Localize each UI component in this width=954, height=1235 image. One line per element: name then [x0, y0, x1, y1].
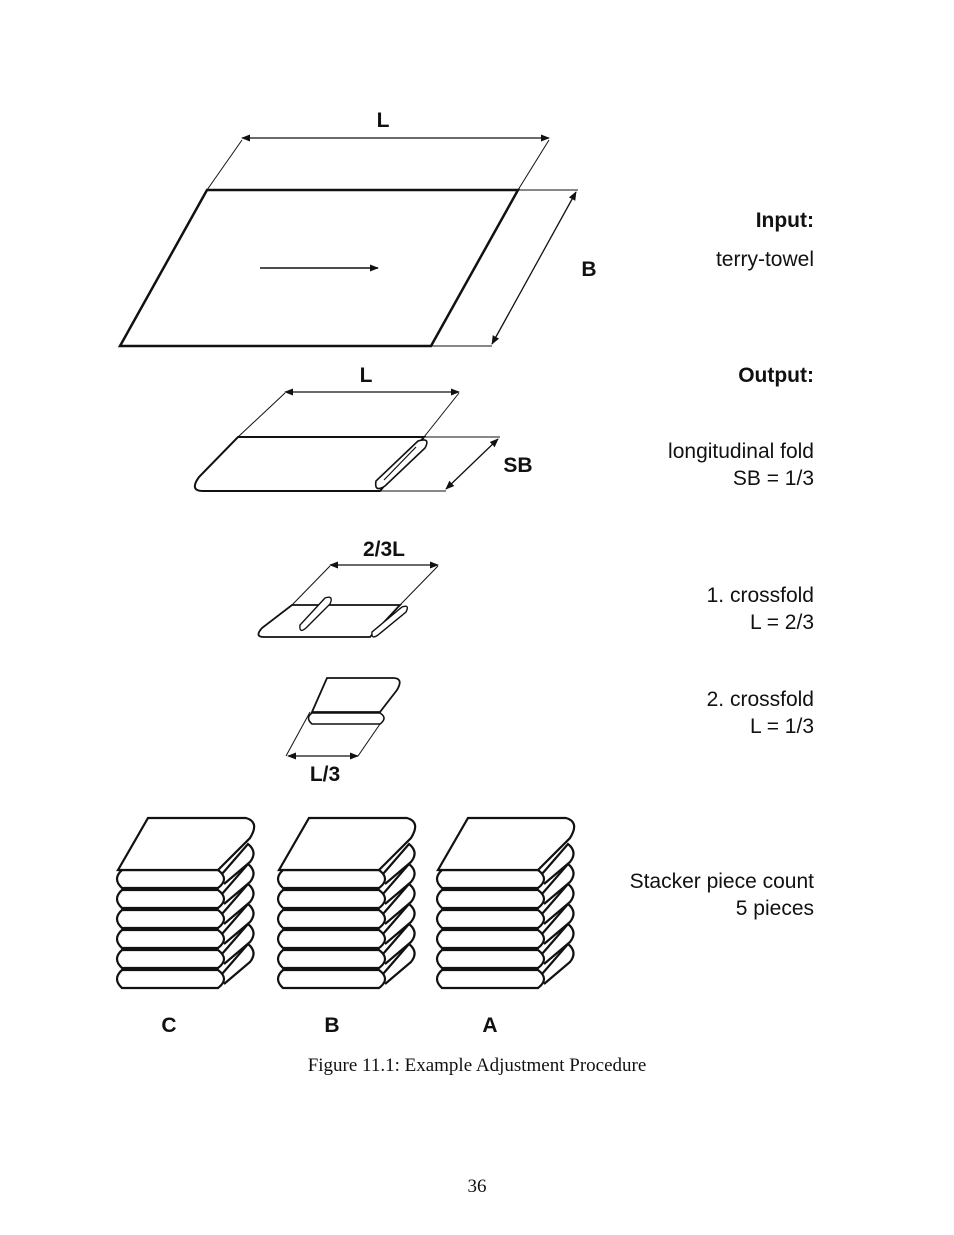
- stack-a: [435, 816, 576, 990]
- longitudinal-folded-towel: [193, 392, 500, 492]
- crossfold1-towel: [257, 565, 439, 638]
- longitudinal-width-arrow: [445, 438, 499, 490]
- stack-layer-edge: [541, 842, 575, 885]
- input-width-label: B: [581, 258, 596, 281]
- longitudinal-step-title: longitudinal fold: [668, 440, 814, 463]
- input-heading: Input:: [756, 209, 814, 232]
- stack-layer: [435, 888, 546, 910]
- figure-caption: Figure 11.1: Example Adjustment Procedur…: [307, 1055, 647, 1076]
- stack-layer: [115, 868, 226, 890]
- stack-layer: [276, 908, 387, 930]
- stack-label-a: A: [482, 1014, 497, 1037]
- stack-top-sheet: [116, 816, 256, 872]
- crossfold1-length-label: 2/3L: [363, 538, 405, 561]
- input-towel: [117, 139, 578, 348]
- stack-layer: [276, 868, 387, 890]
- stack-layer: [115, 968, 226, 990]
- stack-layer: [115, 908, 226, 930]
- stack-layer: [115, 948, 226, 970]
- stack-layer: [435, 868, 546, 890]
- stack-label-b: B: [324, 1014, 339, 1037]
- stack-layer: [435, 948, 546, 970]
- stack-layer: [115, 888, 226, 910]
- stack-layer: [435, 908, 546, 930]
- crossfold2-length-label: L/3: [310, 763, 340, 786]
- crossfold1-step-value: L = 2/3: [750, 611, 814, 634]
- stack-layer: [276, 948, 387, 970]
- crossfold2-step-title: 2. crossfold: [707, 688, 814, 711]
- longitudinal-step-value: SB = 1/3: [733, 467, 814, 490]
- crossfold2-towel: [285, 677, 401, 757]
- stacker-value: 5 pieces: [736, 897, 814, 920]
- stacker-title: Stacker piece count: [630, 870, 815, 893]
- stack-layer: [276, 968, 387, 990]
- stack-top-sheet: [277, 816, 417, 872]
- stack-b: [276, 816, 417, 990]
- longitudinal-length-label: L: [360, 364, 373, 387]
- longitudinal-width-label: SB: [503, 454, 532, 477]
- stack-layer: [435, 928, 546, 950]
- stack-layer: [276, 928, 387, 950]
- stack-c: [115, 816, 256, 990]
- stack-layer: [115, 928, 226, 950]
- stack-layer-edge: [382, 842, 416, 885]
- page-number: 36: [467, 1176, 487, 1197]
- stack-label-c: C: [161, 1014, 176, 1037]
- crossfold2-step-value: L = 1/3: [750, 715, 814, 738]
- towel-stacks: [115, 816, 576, 990]
- crossfold1-step-title: 1. crossfold: [707, 584, 814, 607]
- stack-top-sheet: [436, 816, 576, 872]
- stack-layer: [276, 888, 387, 910]
- output-heading: Output:: [738, 364, 814, 387]
- input-description: terry-towel: [716, 248, 814, 271]
- input-length-label: L: [377, 109, 390, 132]
- stack-layer: [435, 968, 546, 990]
- width-dimension-arrow: [491, 191, 577, 345]
- stack-layer-edge: [221, 842, 255, 885]
